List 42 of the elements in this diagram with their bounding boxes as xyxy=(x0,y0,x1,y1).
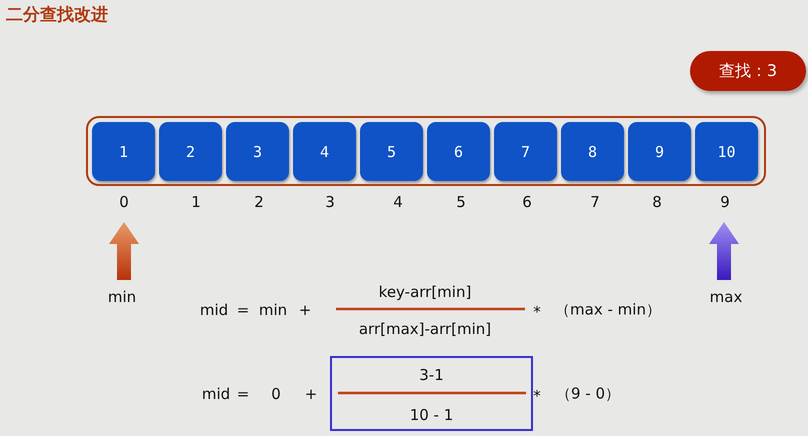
formula-term: mid xyxy=(200,301,228,319)
title: 二分查找改进 xyxy=(6,4,108,26)
array-cell: 1 xyxy=(92,122,155,181)
array-frame xyxy=(86,116,766,186)
fraction-term: 10 - 1 xyxy=(410,406,454,424)
index-number: 6 xyxy=(522,193,532,211)
formula-term: arr[max]-arr[min] xyxy=(358,320,492,338)
formula-term: 0 xyxy=(271,385,281,403)
index-number: 1 xyxy=(191,193,201,211)
formula-term: + xyxy=(304,385,318,403)
array-cell: 5 xyxy=(360,122,423,181)
index-number: 7 xyxy=(590,193,600,211)
array-cell: 2 xyxy=(159,122,222,181)
formula-term: * xyxy=(533,303,541,321)
array-cell: 3 xyxy=(226,122,289,181)
formula-term: = xyxy=(236,385,250,403)
formula-term: * xyxy=(533,387,541,405)
formula-term: + xyxy=(298,301,312,319)
fraction-term: 3-1 xyxy=(419,366,444,384)
index-number: 3 xyxy=(325,193,335,211)
array-cell: 6 xyxy=(427,122,490,181)
array-cell: 4 xyxy=(293,122,356,181)
index-number: 9 xyxy=(720,193,730,211)
formula-term: key-arr[min] xyxy=(378,283,472,301)
formula-term: min xyxy=(258,301,288,319)
index-number: 4 xyxy=(393,193,403,211)
index-number: 5 xyxy=(456,193,466,211)
pointer-label: max xyxy=(710,288,742,306)
formula-term: = xyxy=(236,301,250,319)
index-number: 0 xyxy=(119,193,129,211)
array-cell: 10 xyxy=(695,122,758,181)
search-pill: 查找：3 xyxy=(690,51,806,91)
array-cell: 9 xyxy=(628,122,691,181)
array-cell: 8 xyxy=(561,122,624,181)
formula-term: mid xyxy=(202,385,230,403)
index-number: 2 xyxy=(254,193,264,211)
array-cell: 7 xyxy=(494,122,557,181)
pointer-label: min xyxy=(108,288,136,306)
index-number: 8 xyxy=(652,193,662,211)
highlight-box xyxy=(330,356,533,431)
formula-term: （9 - 0） xyxy=(556,384,620,404)
formula-term: （max - min） xyxy=(555,300,661,320)
